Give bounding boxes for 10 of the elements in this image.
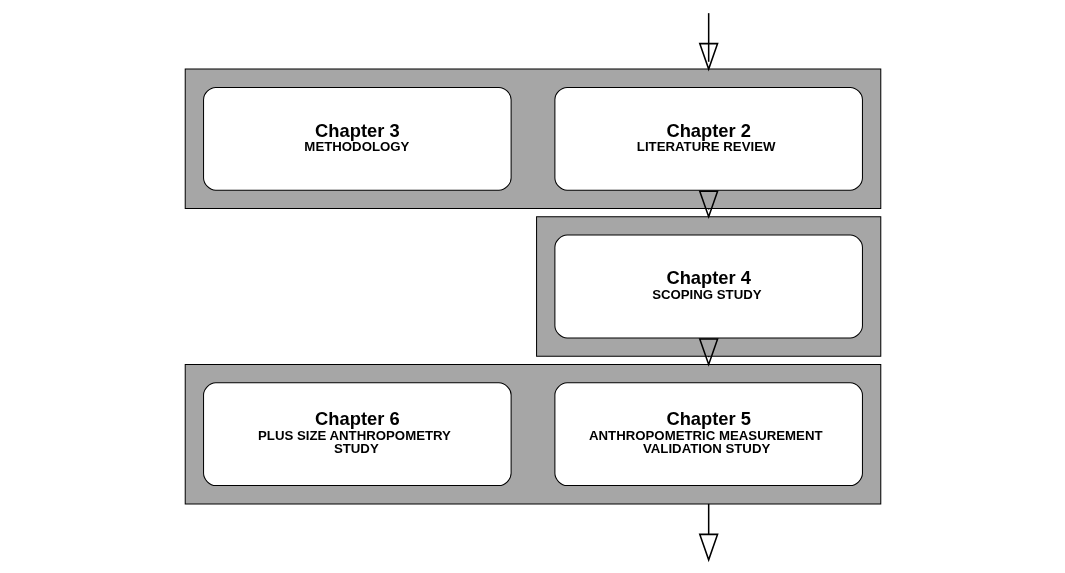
node-box: Chapter 4 SCOPING STUDY (553, 234, 863, 339)
node-box: Chapter 6 PLUS SIZE ANTHROPOMETRY STUDY (202, 382, 512, 487)
node-box: Chapter 2 LITERATURE REVIEW (553, 86, 863, 191)
arrow (698, 503, 719, 563)
node-box: Chapter 5 ANTHROPOMETRIC MEASUREMENT VALIDATION STUDY (553, 382, 863, 487)
node-box: Chapter 3 METHODOLOGY (202, 86, 512, 191)
arrow (698, 338, 719, 367)
cluster (184, 363, 881, 505)
arrow (698, 190, 719, 220)
arrow (698, 12, 719, 72)
